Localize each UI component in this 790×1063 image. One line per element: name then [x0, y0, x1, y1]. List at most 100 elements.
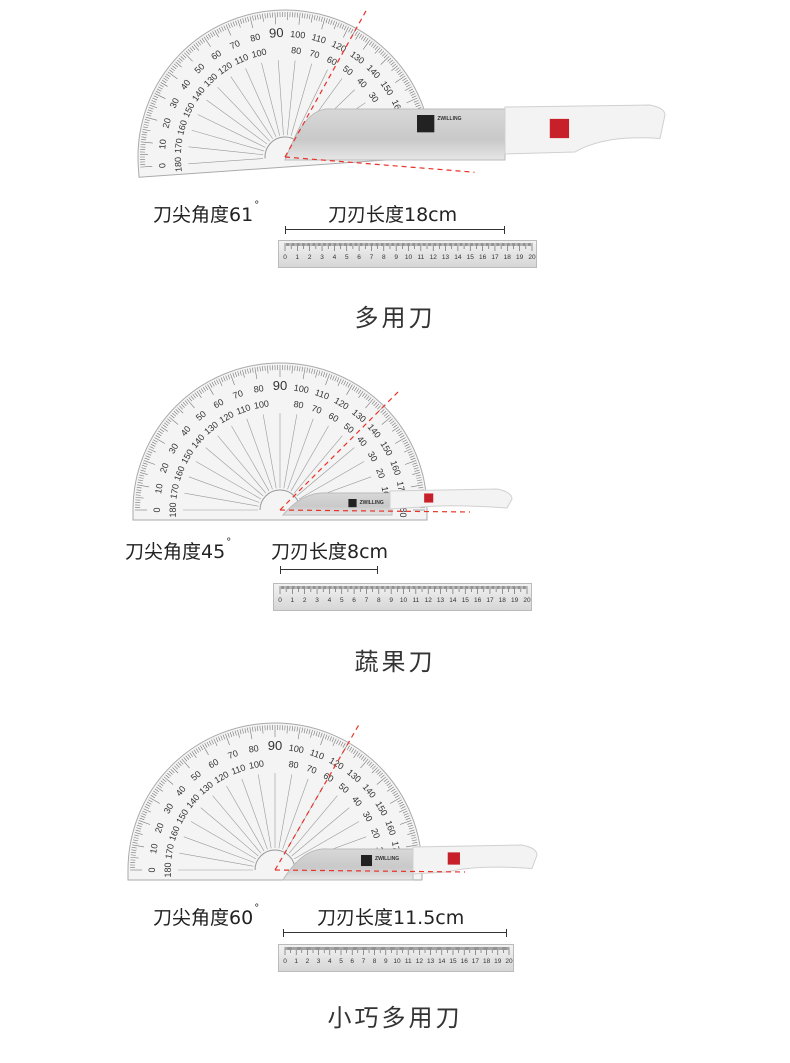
protractor-tick: [316, 15, 318, 21]
protractor-tick: [170, 67, 175, 72]
ruler-label: 3: [315, 597, 319, 604]
protractor-tick: [365, 38, 369, 43]
protractor-tick: [413, 100, 419, 103]
protractor-tick: [137, 822, 143, 825]
protractor-tick: [136, 489, 142, 491]
protractor-tick: [415, 104, 421, 108]
protractor-tick: [244, 369, 247, 375]
knife-name: 多用刀: [354, 304, 436, 332]
ruler-label: 14: [454, 254, 462, 261]
protractor-tick: [412, 472, 421, 475]
protractor-ray: [257, 774, 272, 849]
protractor-tick: [209, 383, 213, 388]
protractor-tick: [140, 161, 146, 163]
protractor-tick: [237, 729, 240, 738]
ruler-label: 18: [499, 597, 507, 604]
protractor-ray: [291, 807, 350, 857]
protractor-tick: [165, 774, 170, 779]
protractor-tick: [210, 32, 214, 38]
protractor-tick: [167, 772, 172, 777]
ruler-label: 0: [283, 254, 287, 261]
protractor-outer-label: 20: [158, 462, 171, 475]
protractor-ray: [262, 414, 277, 489]
protractor-tick: [405, 844, 418, 848]
ruler-label: 20: [528, 254, 536, 261]
protractor-tick: [221, 26, 224, 32]
protractor-ray: [290, 425, 329, 492]
protractor-center: [254, 849, 296, 871]
protractor-outer-label: 20: [153, 822, 166, 835]
protractor-tick: [373, 402, 378, 407]
protractor-tick: [382, 410, 387, 415]
protractor-tick: [402, 810, 408, 814]
protractor-tick: [357, 752, 361, 757]
protractor-ray: [294, 69, 328, 138]
protractor-tick: [413, 467, 419, 470]
protractor-tick: [325, 18, 328, 24]
protractor-tick: [152, 97, 158, 101]
protractor-ray: [217, 435, 267, 494]
protractor-tick: [159, 428, 165, 432]
protractor-tick: [239, 19, 243, 24]
protractor-tick: [392, 426, 399, 432]
ruler-label: 8: [377, 597, 381, 604]
protractor-outer-label: 60: [212, 397, 226, 411]
protractor-tick: [380, 56, 390, 65]
protractor-tick: [178, 57, 183, 62]
ruler-label: 15: [462, 597, 470, 604]
protractor-tick: [149, 446, 155, 449]
blade-brand-text: ZWILLING: [360, 500, 384, 506]
protractor-tick: [414, 102, 420, 105]
protractor-outer-label: 10: [148, 843, 160, 855]
protractor-tick: [407, 450, 413, 454]
protractor-tick: [393, 792, 399, 797]
protractor-tick: [218, 27, 222, 33]
protractor-tick: [156, 88, 162, 92]
blade-length-bracket: [285, 226, 505, 234]
protractor-tick: [225, 375, 228, 381]
protractor-tick: [399, 435, 405, 439]
protractor-tick: [317, 732, 321, 737]
protractor-tick: [380, 409, 385, 413]
protractor-tick: [162, 424, 167, 428]
protractor-inner-label: 70: [308, 48, 320, 60]
protractor-tick: [207, 33, 212, 39]
protractor-tick: [294, 12, 296, 18]
protractor-tick: [378, 49, 383, 54]
protractor-outer-label: 40: [179, 424, 193, 438]
protractor-tick: [174, 765, 178, 770]
protractor-tick: [163, 776, 174, 785]
protractor-tick: [166, 73, 171, 77]
protractor-tick: [205, 35, 210, 40]
protractor-tick: [362, 392, 366, 397]
protractor-tick: [410, 457, 416, 461]
protractor-tick: [158, 86, 163, 90]
ruler-label: 15: [467, 254, 475, 261]
protractor-tick: [208, 740, 212, 746]
protractor-tick: [282, 12, 283, 18]
protractor-inner-label: 70: [310, 403, 323, 416]
protractor-tick: [244, 17, 247, 23]
protractor-tick: [237, 19, 241, 28]
protractor-tick: [142, 462, 148, 465]
protractor-tick: [416, 479, 422, 482]
protractor-tick: [391, 65, 398, 72]
protractor-tick: [416, 477, 422, 479]
protractor-tick: [144, 457, 150, 461]
protractor-tick: [339, 23, 342, 29]
protractor-tick: [341, 24, 345, 30]
protractor-outer-label: 30: [167, 442, 181, 456]
protractor-tick: [395, 75, 406, 83]
protractor-tick: [404, 815, 410, 818]
protractor-tick: [359, 754, 363, 759]
protractor-tick: [223, 376, 226, 382]
protractor-ray: [245, 68, 277, 138]
protractor-inner-label: 20: [369, 827, 382, 840]
protractor-tick: [172, 767, 179, 774]
protractor-tick: [149, 104, 158, 109]
protractor-ray: [200, 807, 259, 857]
protractor-tick: [383, 412, 388, 417]
protractor-tick: [148, 799, 153, 803]
protractor-tick: [131, 849, 137, 851]
protractor-tick: [247, 368, 249, 374]
